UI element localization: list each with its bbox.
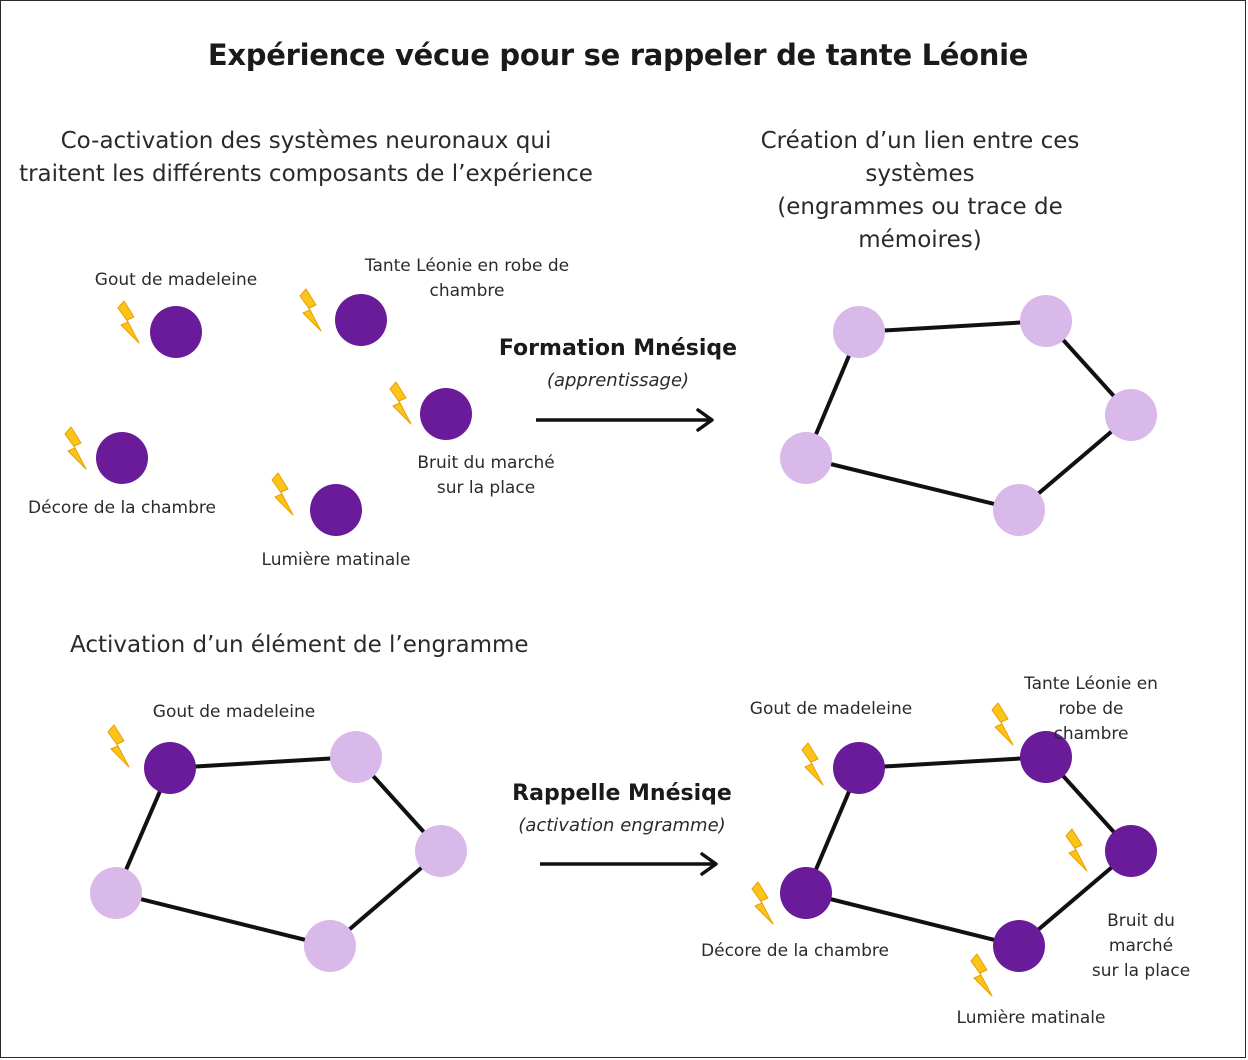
lightning-bolt-icon xyxy=(64,426,87,470)
arrow-right-icon-head xyxy=(696,408,714,432)
neuron-madeleine-active xyxy=(833,742,885,794)
neuron-tante-active xyxy=(335,294,387,346)
label-chambre-4: Décore de la chambre xyxy=(701,941,889,961)
neuron-chambre-active xyxy=(96,432,148,484)
neuron-marche-active xyxy=(1105,825,1157,877)
label-chambre-1: Décore de la chambre xyxy=(28,498,216,518)
section-creation: Création d’un lien entre ces systèmes (e… xyxy=(760,128,1080,253)
lightning-bolt-icon xyxy=(299,288,322,332)
label-tante-4: Tante Léonie en robe de chambre xyxy=(1024,674,1158,744)
engram-link xyxy=(857,755,1048,770)
label-lumiere-1: Lumière matinale xyxy=(261,550,411,570)
neuron-engram-inactive xyxy=(304,920,356,972)
engram-link xyxy=(857,319,1048,334)
lightning-bolt-icon xyxy=(107,724,130,768)
neuron-engram-inactive xyxy=(780,432,832,484)
section-activation: Activation d’un élément de l’engramme xyxy=(70,632,529,658)
label-madeleine-1: Gout de madeleine xyxy=(94,270,258,290)
engram-link xyxy=(168,755,358,770)
neuron-marche-active xyxy=(420,388,472,440)
label-marche-4: Bruit du marché sur la place xyxy=(1091,911,1191,981)
label-tante-1: Tante Léonie en robe de chambre xyxy=(364,256,570,301)
process-formation-title: Formation Mnésiqe xyxy=(498,336,738,361)
engram-link xyxy=(804,456,1021,512)
neuron-lumiere-active xyxy=(993,920,1045,972)
lightning-bolt-icon xyxy=(1065,828,1088,872)
label-madeleine-3: Gout de madeleine xyxy=(152,702,316,722)
section-coactivation: Co-activation des systèmes neuronaux qui… xyxy=(19,128,593,187)
neuron-engram-inactive xyxy=(1020,295,1072,347)
label-madeleine-4: Gout de madeleine xyxy=(749,699,913,719)
neuron-madeleine-active xyxy=(144,742,196,794)
lightning-bolt-icon xyxy=(801,742,824,786)
engram-link xyxy=(804,891,1021,948)
neuron-chambre-active xyxy=(780,867,832,919)
process-rappel-title: Rappelle Mnésiqe xyxy=(512,781,732,806)
neuron-engram-inactive xyxy=(90,867,142,919)
neuron-engram-inactive xyxy=(993,484,1045,536)
diagram-title: Expérience vécue pour se rappeler de tan… xyxy=(207,38,1029,72)
neuron-madeleine-active xyxy=(150,306,202,358)
process-formation-subtitle: (apprentissage) xyxy=(546,370,690,391)
lightning-bolt-icon xyxy=(991,702,1014,746)
neuron-engram-inactive xyxy=(415,825,467,877)
lightning-bolt-icon xyxy=(117,300,140,344)
neuron-engram-inactive xyxy=(330,731,382,783)
neuron-lumiere-active xyxy=(310,484,362,536)
lightning-bolt-icon xyxy=(389,381,412,425)
neuron-tante-active xyxy=(1020,731,1072,783)
neuron-engram-inactive xyxy=(1105,389,1157,441)
lightning-bolt-icon xyxy=(970,953,993,997)
lightning-bolt-icon xyxy=(751,881,774,925)
arrow-right-icon-head xyxy=(700,852,718,876)
lightning-bolt-icon xyxy=(271,472,294,516)
label-lumiere-4: Lumière matinale xyxy=(956,1008,1106,1028)
engram-link xyxy=(114,891,332,948)
label-marche-1: Bruit du marché sur la place xyxy=(417,453,555,498)
process-rappel-subtitle: (activation engramme) xyxy=(518,815,726,836)
neuron-engram-inactive xyxy=(833,306,885,358)
